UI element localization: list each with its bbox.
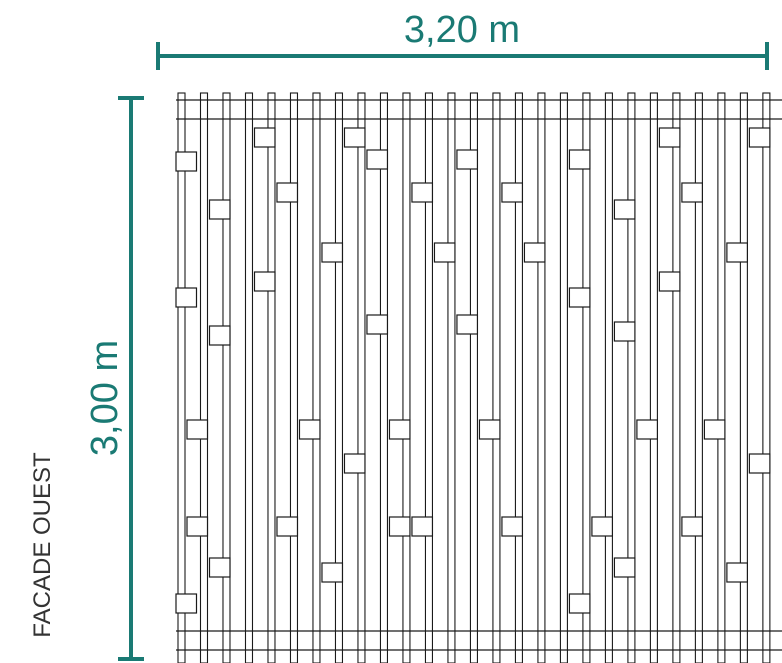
- spacer-block: [636, 419, 659, 440]
- slat: [537, 92, 546, 663]
- spacer-block: [388, 419, 411, 440]
- spacer-block: [658, 271, 681, 292]
- spacer-block: [343, 453, 366, 474]
- slat: [694, 92, 703, 663]
- spacer-block: [253, 271, 276, 292]
- spacer-block: [501, 182, 524, 203]
- spacer-block: [366, 314, 389, 335]
- spacer-block: [276, 516, 299, 537]
- width-dimension-label: 3,20 m: [404, 9, 520, 51]
- spacer-block: [703, 419, 726, 440]
- spacer-block: [321, 242, 344, 263]
- spacer-block: [411, 182, 434, 203]
- spacer-block: [208, 325, 231, 346]
- spacer-block: [523, 242, 546, 263]
- slat: [762, 92, 771, 663]
- slat: [649, 92, 658, 663]
- spacer-block: [253, 127, 276, 148]
- spacer-block: [175, 287, 198, 308]
- slat: [469, 92, 478, 663]
- spacer-block: [568, 149, 591, 170]
- slat: [244, 92, 254, 663]
- slat: [177, 92, 186, 663]
- spacer-block: [456, 149, 479, 170]
- height-dimension: 3,00 m: [84, 96, 144, 661]
- slat: [289, 92, 299, 663]
- spacer-block: [568, 593, 591, 614]
- spacer-block: [175, 593, 198, 614]
- spacer-block: [681, 516, 703, 537]
- spacer-block: [208, 199, 231, 220]
- slat: [627, 92, 636, 663]
- slat: [379, 92, 389, 663]
- slat: [604, 92, 613, 663]
- spacer-block: [613, 321, 636, 342]
- spacer-block: [591, 516, 614, 537]
- slat: [447, 92, 456, 663]
- slat: [199, 92, 209, 663]
- facade-title: FACADE OUEST: [29, 452, 56, 638]
- spacer-block: [726, 562, 748, 583]
- slat: [357, 92, 366, 663]
- spacer-block: [433, 242, 456, 263]
- spacer-block: [298, 419, 321, 440]
- spacer-block: [478, 419, 501, 440]
- slat: [312, 92, 321, 663]
- spacer-block: [208, 557, 231, 578]
- slat: [739, 92, 748, 663]
- slat: [267, 92, 276, 663]
- spacer-block: [613, 199, 636, 220]
- spacer-block: [321, 562, 344, 583]
- spacer-block: [456, 314, 479, 335]
- spacer-block: [568, 287, 591, 308]
- slat: [582, 92, 591, 663]
- spacer-block: [726, 242, 748, 263]
- spacer-block: [613, 557, 636, 578]
- slat: [717, 92, 726, 663]
- slat: [334, 92, 344, 663]
- spacer-block: [388, 516, 411, 537]
- slat: [514, 92, 523, 663]
- spacer-block: [411, 516, 434, 537]
- spacer-block: [276, 182, 299, 203]
- spacer-block: [343, 127, 366, 148]
- spacer-block: [186, 516, 209, 537]
- slat: [559, 92, 568, 663]
- spacer-block: [681, 182, 703, 203]
- slat: [222, 92, 231, 663]
- spacer-block: [175, 151, 198, 172]
- spacer-block: [748, 127, 771, 148]
- slat: [402, 92, 411, 663]
- height-dimension-label: 3,00 m: [84, 340, 126, 456]
- spacer-block: [366, 149, 389, 170]
- facade-structure: [175, 92, 782, 663]
- spacer-block: [658, 127, 681, 148]
- slat: [672, 92, 681, 663]
- spacer-block: [186, 419, 209, 440]
- width-dimension: 3,20 m: [156, 9, 769, 70]
- slat: [424, 92, 433, 663]
- spacer-block: [748, 453, 771, 474]
- slat: [492, 92, 501, 663]
- spacer-block: [501, 516, 524, 537]
